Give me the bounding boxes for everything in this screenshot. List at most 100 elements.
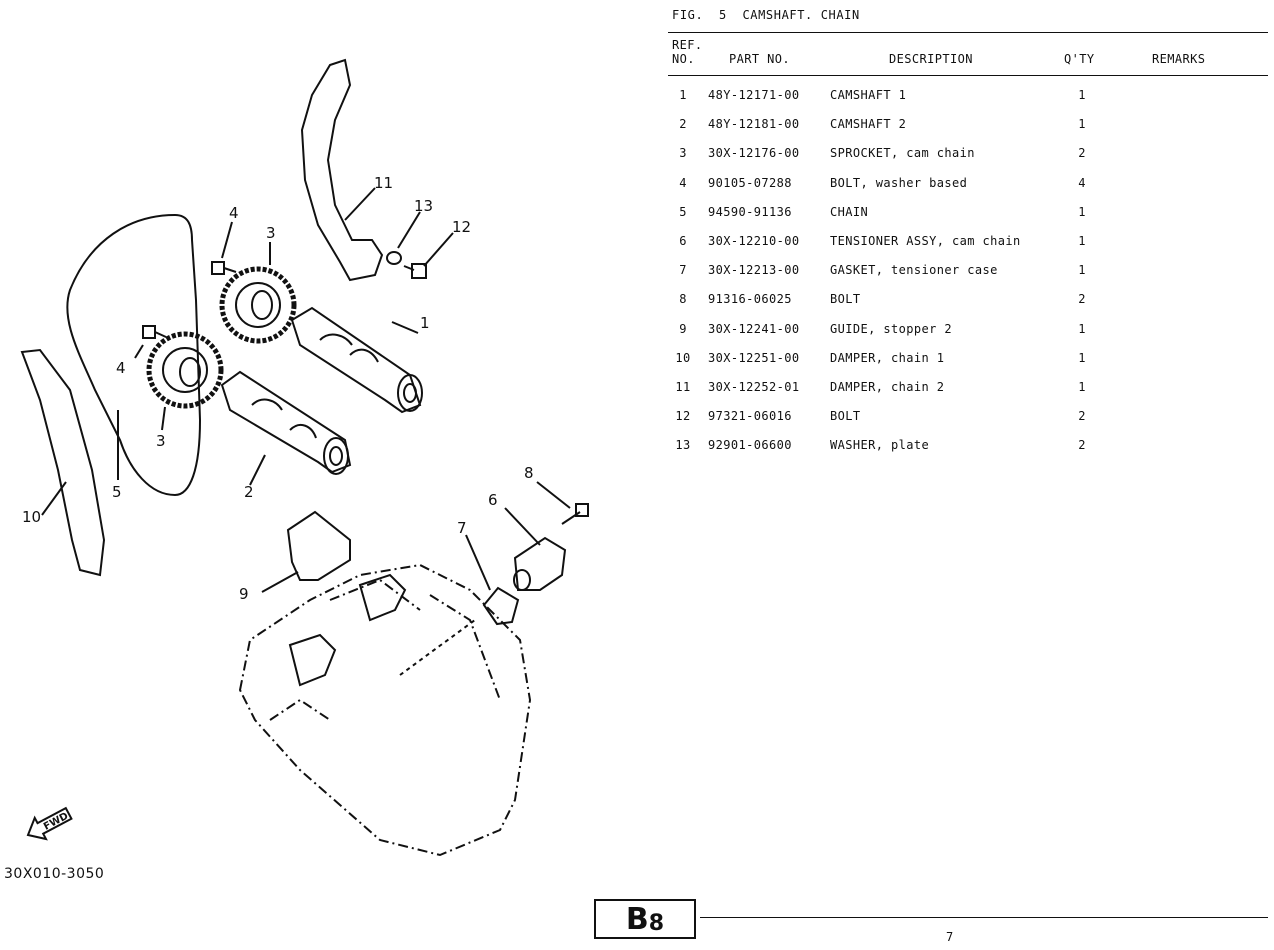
ref-cell: 11	[675, 379, 691, 394]
part-no-cell: 92901-06600	[708, 438, 792, 453]
header-description: DESCRIPTION	[889, 52, 973, 66]
description-cell: SPROCKET, cam chain	[830, 146, 975, 161]
table-row: 5 94590-91136 CHAIN 1	[668, 199, 1268, 228]
figure-title-text: CAMSHAFT. CHAIN	[742, 8, 860, 22]
description-cell: DAMPER, chain 2	[830, 379, 945, 394]
washer-plate-drawing	[386, 251, 402, 265]
cam-chain-drawing	[66, 213, 202, 497]
callout-7: 7	[457, 519, 467, 537]
qty-cell: 2	[1078, 409, 1086, 424]
callout-13: 13	[414, 197, 433, 215]
qty-cell: 2	[1078, 146, 1086, 161]
ref-cell: 4	[679, 175, 687, 190]
table-row: 9 30X-12241-00 GUIDE, stopper 2 1	[668, 316, 1268, 345]
damper-chain-2-drawing	[300, 58, 384, 282]
ref-cell: 12	[675, 409, 691, 424]
part-no-cell: 30X-12252-01	[708, 379, 800, 394]
bolt-8-drawing	[561, 503, 589, 525]
page-code-main: B	[625, 901, 649, 937]
bolt-4-upper-drawing	[211, 261, 237, 275]
ref-cell: 10	[675, 350, 691, 365]
qty-cell: 1	[1078, 204, 1086, 219]
table-row: 11 30X-12252-01 DAMPER, chain 2 1	[668, 374, 1268, 403]
qty-cell: 1	[1078, 379, 1086, 394]
description-cell: BOLT	[830, 292, 861, 307]
damper-chain-1-drawing	[20, 348, 106, 577]
table-row: 13 92901-06600 WASHER, plate 2	[668, 432, 1268, 461]
figure-label: FIG.	[672, 8, 704, 22]
description-cell: GUIDE, stopper 2	[830, 321, 952, 336]
figure-title: FIG. 5 CAMSHAFT. CHAIN	[672, 8, 860, 22]
table-row: 10 30X-12251-00 DAMPER, chain 1 1	[668, 345, 1268, 374]
callout-4-lower: 4	[116, 359, 126, 377]
sprocket-lower-drawing	[146, 331, 224, 409]
callout-3-lower: 3	[156, 432, 166, 450]
footer-rule	[700, 917, 1268, 918]
qty-cell: 1	[1078, 117, 1086, 132]
qty-cell: 4	[1078, 175, 1086, 190]
bolt-12-drawing	[403, 263, 427, 279]
ref-cell: 13	[675, 438, 691, 453]
qty-cell: 1	[1078, 321, 1086, 336]
description-cell: TENSIONER ASSY, cam chain	[830, 233, 1021, 248]
callout-9: 9	[239, 585, 249, 603]
qty-cell: 1	[1078, 263, 1086, 278]
qty-cell: 2	[1078, 292, 1086, 307]
description-cell: DAMPER, chain 1	[830, 350, 945, 365]
header-ref-line1: REF.	[672, 38, 703, 52]
part-no-cell: 90105-07288	[708, 175, 792, 190]
description-cell: CAMSHAFT 2	[830, 117, 907, 132]
callout-1: 1	[420, 314, 430, 332]
part-no-cell: 97321-06016	[708, 409, 792, 424]
camshaft-1-drawing	[290, 306, 423, 414]
page-code-sub: 8	[648, 910, 665, 936]
qty-cell: 1	[1078, 350, 1086, 365]
table-top-rule	[668, 32, 1268, 33]
camshaft-2-drawing	[220, 370, 352, 475]
guide-stopper-2-drawing	[286, 510, 351, 581]
sprocket-upper-drawing	[219, 266, 297, 344]
header-ref-line2: NO.	[672, 52, 695, 66]
table-header-rule	[668, 75, 1268, 76]
ref-cell: 2	[679, 117, 687, 132]
qty-cell: 2	[1078, 438, 1086, 453]
table-row: 7 30X-12213-00 GASKET, tensioner case 1	[668, 257, 1268, 286]
part-no-cell: 30X-12213-00	[708, 263, 800, 278]
description-cell: BOLT	[830, 409, 861, 424]
gasket-drawing	[482, 586, 520, 626]
cylinder-head-drawing	[238, 563, 532, 857]
part-no-cell: 91316-06025	[708, 292, 792, 307]
figure-number: 5	[718, 8, 727, 22]
description-cell: GASKET, tensioner case	[830, 263, 998, 278]
part-no-cell: 48Y-12181-00	[708, 117, 800, 132]
callout-8: 8	[524, 464, 534, 482]
table-row: 12 97321-06016 BOLT 2	[668, 403, 1268, 432]
ref-cell: 8	[679, 292, 687, 307]
part-no-cell: 30X-12241-00	[708, 321, 800, 336]
callout-12: 12	[452, 218, 471, 236]
ref-cell: 7	[679, 263, 687, 278]
description-cell: WASHER, plate	[830, 438, 930, 453]
tensioner-assy-drawing	[513, 536, 567, 591]
header-remarks: REMARKS	[1152, 52, 1206, 66]
bolt-4-lower-drawing	[142, 325, 167, 339]
ref-cell: 9	[679, 321, 687, 336]
part-no-cell: 48Y-12171-00	[708, 88, 800, 102]
header-part-no: PART NO.	[729, 52, 790, 66]
exploded-diagram: 1 2 3 3 4 4 5 6 7 8 9 10 11 12 13 FWD	[20, 58, 589, 857]
callout-4-upper: 4	[229, 204, 239, 222]
part-no-cell: 30X-12176-00	[708, 146, 800, 161]
diagram-code: 30X010-3050	[4, 866, 105, 882]
part-no-cell: 94590-91136	[708, 204, 792, 219]
ref-cell: 5	[679, 204, 687, 219]
page-number: 7	[946, 930, 954, 944]
description-cell: CHAIN	[830, 204, 869, 219]
part-no-cell: 30X-12251-00	[708, 350, 800, 365]
callout-6: 6	[488, 491, 498, 509]
